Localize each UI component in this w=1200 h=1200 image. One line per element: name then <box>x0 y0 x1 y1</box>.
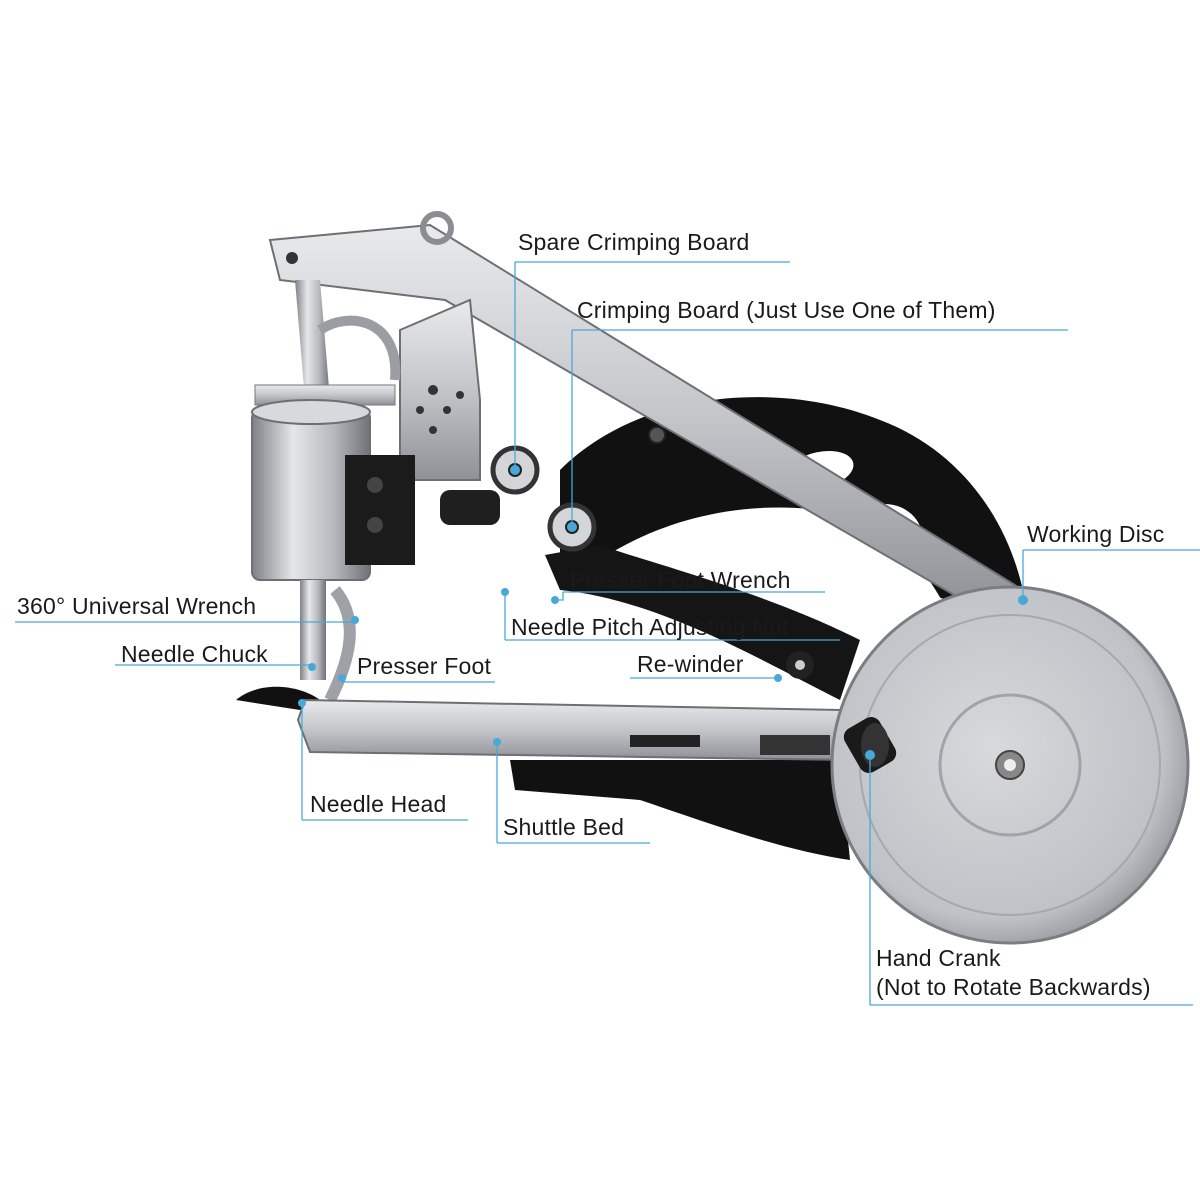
working-disc <box>830 585 1190 945</box>
label-working-disc: Working Disc <box>1027 521 1165 547</box>
label-hand-crank: Hand Crank (Not to Rotate Backwards) <box>876 945 1151 1000</box>
label-needle-chuck: Needle Chuck <box>121 641 268 667</box>
leader-dots <box>298 465 1028 760</box>
side-plate <box>399 298 481 481</box>
label-presser-foot-wrench: Presser Foot Wrench <box>570 567 791 593</box>
shuttle-bed <box>296 698 852 762</box>
label-shuttle-bed: Shuttle Bed <box>503 814 625 840</box>
leader-lines <box>15 261 1200 1006</box>
label-needle-pitch-nut: Needle Pitch Adjusting Nut <box>511 614 789 640</box>
label-spare-crimping-board: Spare Crimping Board <box>518 229 750 255</box>
label-universal-wrench: 360° Universal Wrench <box>17 593 257 619</box>
label-needle-head: Needle Head <box>310 791 447 817</box>
label-re-winder: Re-winder <box>637 651 744 677</box>
label-crimping-board: Crimping Board (Just Use One of Them) <box>577 297 996 323</box>
needle-cylinder <box>251 399 415 581</box>
label-presser-foot: Presser Foot <box>357 653 492 679</box>
